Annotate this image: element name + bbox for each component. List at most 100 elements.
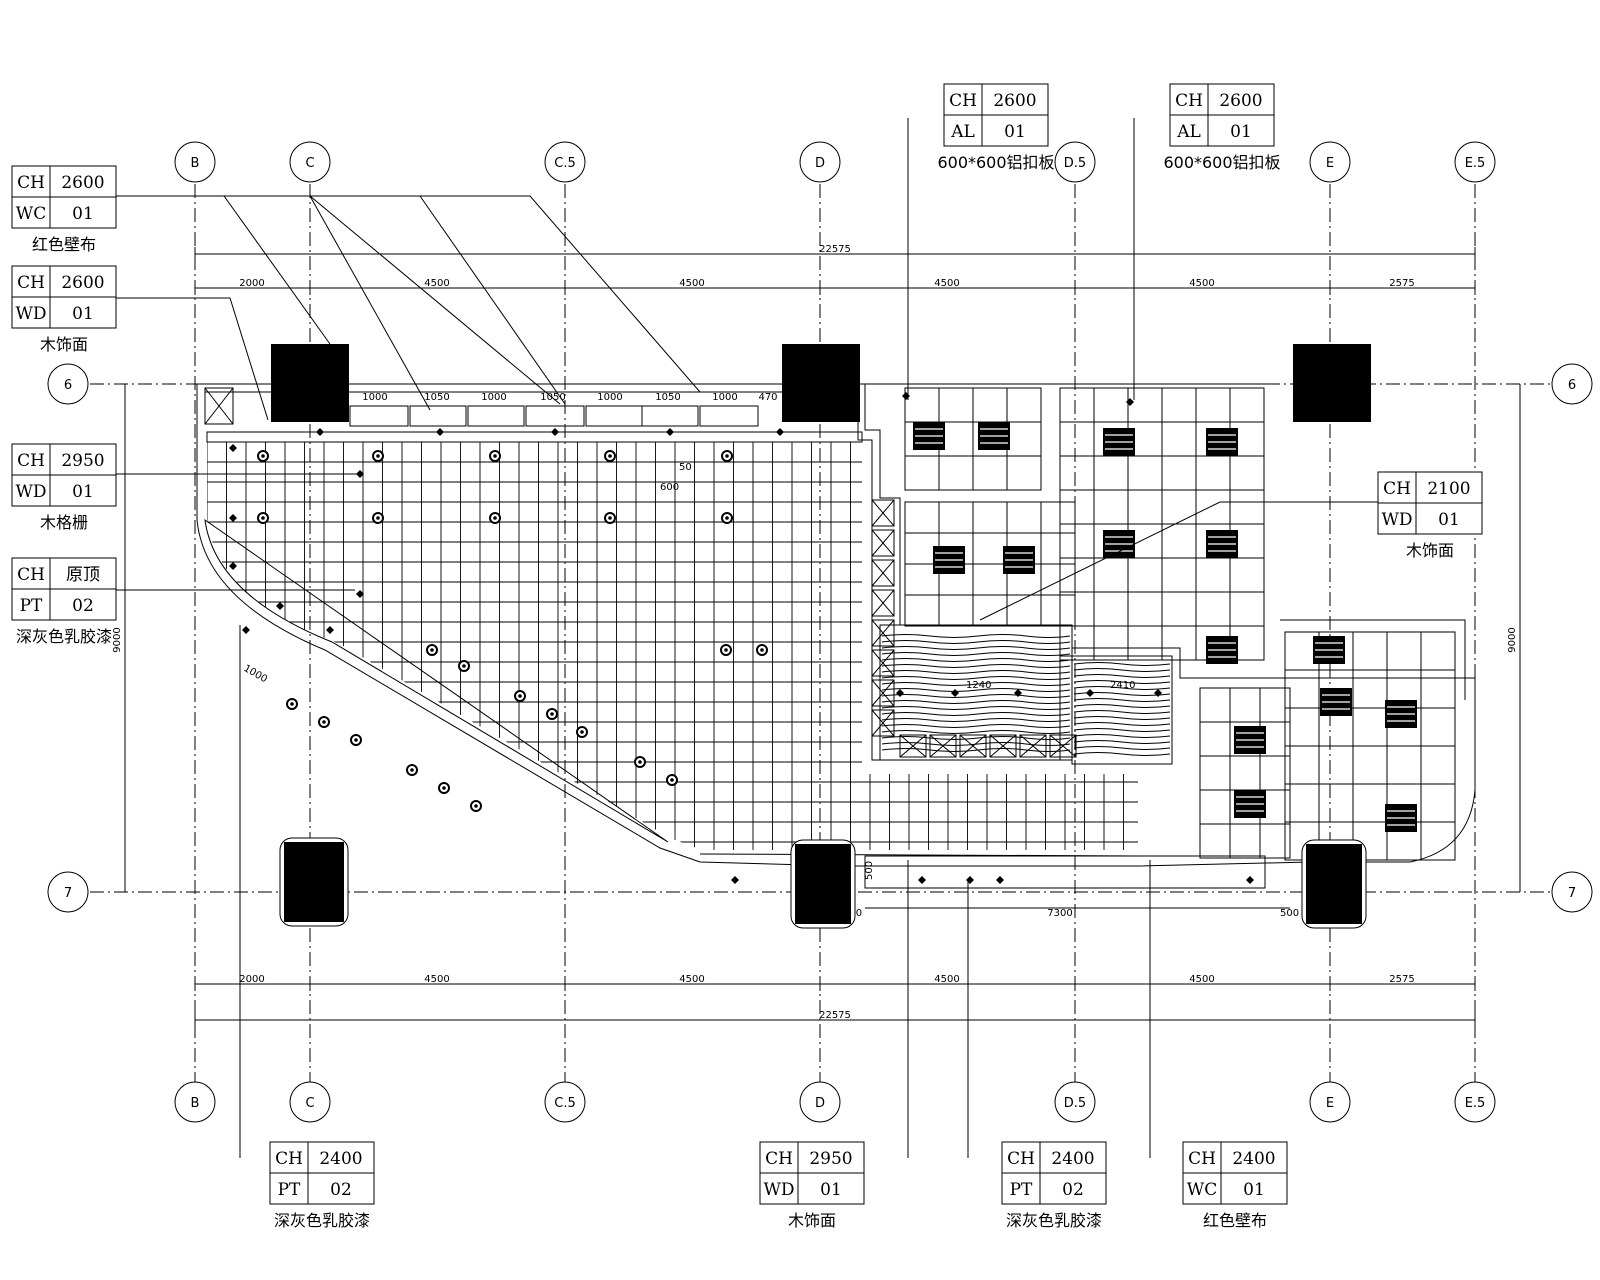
tag-number: 01 [1438, 510, 1460, 530]
tag-code: CH [765, 1149, 793, 1169]
wood-grain-line [881, 694, 1071, 698]
alu-panel [1059, 591, 1095, 627]
alu-panel [1229, 823, 1261, 859]
tag-caption: 600*600铝扣板 [937, 153, 1054, 172]
alu-panel [1420, 631, 1456, 671]
alu-panel [1161, 455, 1197, 491]
alu-panel [1199, 755, 1231, 791]
axis-label: 7 [1568, 886, 1576, 901]
wood-grain-line [881, 658, 1071, 662]
wood-grain-line [881, 670, 1071, 674]
tag-code: CH [1188, 1149, 1216, 1169]
alu-panel [972, 594, 1008, 627]
alu-panel [904, 387, 940, 423]
alu-panel [1059, 557, 1095, 593]
tag-number: 01 [72, 204, 94, 224]
axis-bubble [289, 141, 331, 183]
downlight-core [725, 454, 729, 458]
spotlight [551, 428, 559, 436]
alu-panel [1420, 783, 1456, 823]
alu-panel [1420, 745, 1456, 785]
alu-panel [972, 387, 1008, 423]
pendant-box-cross [871, 529, 895, 557]
air-vent [1103, 428, 1135, 456]
axis-bubble [1309, 141, 1351, 183]
spotlight [902, 392, 910, 400]
light-fixtures [229, 392, 1254, 884]
wall-segment [865, 383, 1466, 700]
downlight-core [376, 516, 380, 520]
dim-text: 22575 [819, 1010, 851, 1021]
downlight-core [410, 768, 414, 772]
tag-code: CH [17, 273, 45, 293]
air-vent [1206, 636, 1238, 664]
alu-panel [1352, 745, 1388, 785]
tag-height: 2950 [809, 1149, 852, 1169]
alu-panel [1006, 455, 1042, 491]
tag-caption: 深灰色乳胶漆 [274, 1211, 370, 1230]
downlight-core [493, 516, 497, 520]
pendant-box [871, 619, 895, 647]
downlight-core [608, 454, 612, 458]
tag-code: CH [1175, 91, 1203, 111]
alu-panel [1093, 625, 1129, 661]
tag-height: 2400 [319, 1149, 362, 1169]
wood-grain-line [881, 742, 1071, 746]
alu-panel [904, 594, 940, 627]
downlight-core [638, 760, 642, 764]
wood-grain-line [1073, 704, 1171, 708]
tag-number: 01 [72, 304, 94, 324]
valance-panel [641, 405, 699, 427]
alu-panel [1006, 501, 1042, 534]
alu-panel [1161, 625, 1197, 661]
alu-panel [1195, 557, 1231, 593]
downlight-core [376, 454, 380, 458]
leader-line [116, 297, 269, 421]
alu-panel [1059, 523, 1095, 559]
spotlight [996, 876, 1004, 884]
axis-label: E [1326, 1096, 1334, 1111]
tag-number: 02 [72, 596, 94, 616]
alu-panel [1259, 823, 1291, 859]
tag-caption: 600*600铝扣板 [1163, 153, 1280, 172]
downlight-core [724, 648, 728, 652]
pendant-box-cross [871, 559, 895, 587]
alu-panel [1199, 721, 1231, 757]
leader-line [309, 195, 431, 411]
alu-panel [1093, 489, 1129, 525]
wood-grain-line [881, 724, 1071, 728]
dim-text: 4500 [934, 974, 959, 985]
axis-bubble [1054, 141, 1096, 183]
pendant-box-cross [871, 709, 895, 737]
outer-wall [196, 383, 1476, 867]
pendant-box-cross [871, 649, 895, 677]
tag-code: CH [949, 91, 977, 111]
tag-number: 02 [330, 1180, 352, 1200]
alu-panel [1386, 745, 1422, 785]
wood-grain-line [1073, 740, 1171, 744]
dim-text: 1000 [362, 392, 387, 403]
corner-box-cross [204, 387, 234, 425]
axis-bubble [1054, 1081, 1096, 1123]
axis-label: D [815, 156, 825, 171]
alu-panel [1093, 455, 1129, 491]
valance-panel [585, 405, 643, 427]
axis-label: C [305, 156, 314, 171]
alu-panel [1006, 594, 1042, 627]
structural-columns [271, 344, 1371, 929]
corner-box [204, 387, 234, 425]
alu-panel [1229, 557, 1265, 593]
alu-panel [904, 455, 940, 491]
dim-text: 50 [679, 462, 692, 473]
downlight-core [608, 516, 612, 520]
wood-grain-line [1073, 668, 1171, 672]
wood-grain-line [881, 706, 1071, 710]
leader-line [309, 195, 561, 405]
axis-label: E [1326, 156, 1334, 171]
axis-label: B [191, 1096, 200, 1111]
alu-panel [1040, 501, 1076, 534]
tag-material: WC [16, 204, 46, 224]
